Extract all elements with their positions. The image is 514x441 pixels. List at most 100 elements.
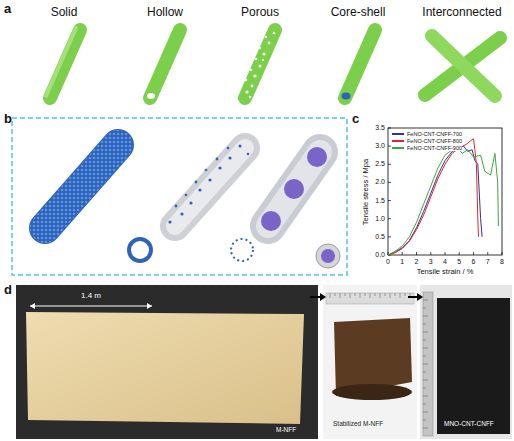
core-shell-fiber: [345, 30, 375, 98]
panel-letter: d: [4, 283, 12, 297]
legend-text: FeNO-CNT-CNFF-700: [407, 131, 462, 137]
axis-tick: [459, 252, 460, 255]
axis-tick: [388, 146, 391, 147]
legend-text: FeNO-CNT-CNFF-900: [407, 145, 462, 151]
ruler: [326, 293, 414, 304]
photos: [16, 285, 512, 439]
sheet-roll: [332, 384, 412, 400]
photo-background: [16, 285, 318, 439]
legend-entry: FeNO-CNT-CNFF-800: [392, 138, 462, 144]
dimension-label: 1.4 m: [81, 292, 101, 301]
shape-name: Core-shell: [331, 6, 386, 19]
stress-curve: [388, 139, 479, 255]
photo-label: Stabilized M-NFF: [333, 420, 383, 427]
tick-label: 0.0: [375, 251, 385, 259]
shape-name: Porous: [241, 6, 279, 19]
fiber-models: [45, 145, 340, 269]
axis-tick: [388, 182, 391, 183]
axis-tick: [388, 164, 391, 165]
tick-label: 6: [472, 258, 476, 266]
axis-tick: [473, 252, 474, 255]
tick-label: 5: [457, 258, 461, 266]
porous-tube-model: [175, 148, 245, 226]
panel-letter: c: [352, 112, 359, 126]
core-section: [321, 249, 335, 263]
ruler-ticks: [330, 293, 410, 298]
interconnected-fiber: [432, 36, 495, 96]
plot-frame: [388, 128, 502, 255]
shape-name: Solid: [51, 6, 78, 19]
tick-label: 0: [386, 258, 390, 266]
particles: [168, 145, 249, 224]
core-sphere: [284, 179, 304, 199]
tick-label: 4: [443, 258, 447, 266]
legend-entry: FeNO-CNT-CNFF-700: [392, 131, 462, 137]
legend-line: [392, 133, 404, 135]
tick-label: 3: [429, 258, 433, 266]
axis-tick: [388, 127, 391, 128]
tick-label: 1: [400, 258, 404, 266]
fiber-highlight: [46, 28, 76, 96]
axis-title: Tensile strain / %: [417, 268, 474, 276]
tick-label: 0.5: [375, 233, 385, 241]
axis-tick: [388, 200, 391, 201]
tick-label: 1.0: [375, 215, 385, 223]
core-sphere: [261, 211, 281, 231]
core-section: [316, 244, 340, 268]
photo-background: [323, 285, 417, 439]
tick-label: 3.0: [375, 142, 385, 150]
ruler-ticks: [423, 300, 428, 428]
axis-tick: [388, 236, 391, 237]
axis-tick: [416, 252, 417, 255]
tube-dots: [45, 145, 118, 228]
ruler: [423, 292, 433, 436]
axis-tick: [445, 252, 446, 255]
tick-label: 2.0: [375, 179, 385, 187]
tube-inner: [175, 148, 245, 226]
core-sphere: [307, 147, 327, 167]
nanofiber-sheet: [26, 312, 304, 424]
axis-tick: [388, 218, 391, 219]
axis-title: Tensile stress / Mpa: [362, 159, 370, 225]
tick-label: 7: [486, 258, 490, 266]
process-arrowhead: [320, 293, 326, 301]
fiber-shapes: [46, 28, 500, 100]
dashed-frame: [12, 118, 347, 275]
tick-label: 1.5: [375, 197, 385, 205]
panel-letter: b: [4, 112, 12, 126]
carbon-sheet: [437, 298, 510, 434]
photo-background: [420, 285, 512, 439]
shape-name: Hollow: [147, 6, 183, 19]
stress-curve: [388, 146, 498, 255]
legend-entry: FeNO-CNT-CNFF-900: [392, 145, 462, 151]
stress-curve: [388, 146, 482, 255]
shape-name: Interconnected: [422, 6, 501, 19]
photo-label: M-NFF: [276, 426, 296, 433]
tube-section: [129, 239, 151, 261]
fiber-core: [342, 93, 351, 100]
process-arrowhead: [417, 293, 423, 301]
axis-tick: [402, 252, 403, 255]
hollow-core: [147, 93, 155, 99]
panel-letter: a: [4, 2, 11, 16]
tube-section: [231, 239, 253, 261]
axis-tick: [487, 252, 488, 255]
dimension-line: [30, 305, 152, 306]
photo-label: MNO-CNT-CNFF: [444, 420, 494, 427]
legend-line: [392, 140, 404, 142]
tick-label: 2: [415, 258, 419, 266]
axis-tick: [430, 252, 431, 255]
legend-text: FeNO-CNT-CNFF-800: [407, 138, 462, 144]
porous-fiber: [245, 30, 275, 98]
solid-fiber: [50, 30, 80, 98]
tick-label: 3.5: [375, 124, 385, 132]
hollow-fiber: [150, 30, 180, 98]
dimension-arrows: [30, 303, 152, 309]
axis-tick: [502, 252, 503, 255]
tick-label: 8: [500, 258, 504, 266]
pores: [245, 32, 276, 99]
tick-label: 2.5: [375, 160, 385, 168]
tube-model: [45, 145, 118, 228]
